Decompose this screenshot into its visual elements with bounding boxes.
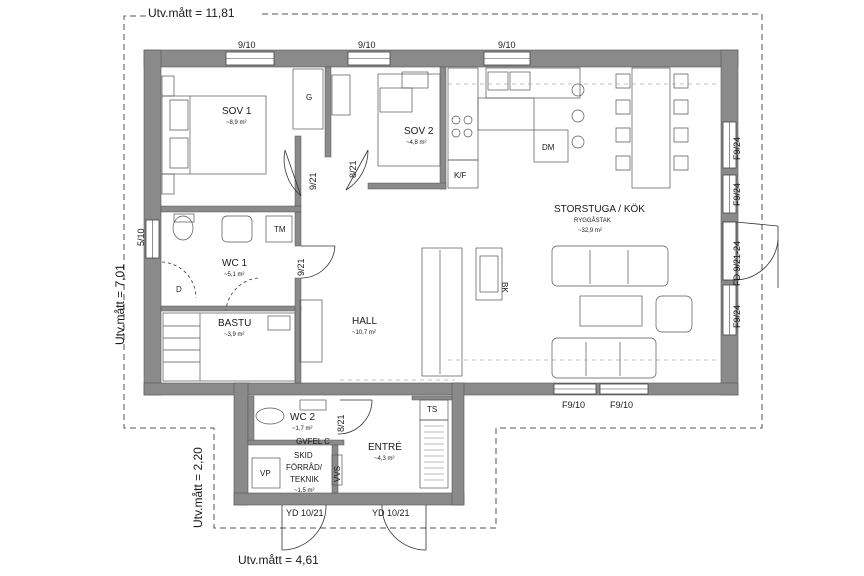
tag-bk: BK <box>500 282 509 293</box>
window-bottom-2: F9/10 <box>610 400 633 410</box>
room-wc2-area: ~1,7 m² <box>292 426 313 432</box>
room-skid-line2: FÖRRÅD/ <box>286 463 323 472</box>
room-wc1-name: WC 1 <box>222 258 247 269</box>
tag-dm: DM <box>542 143 555 152</box>
storage-hatch <box>424 425 444 481</box>
furniture <box>161 67 693 489</box>
window-right-2: F9/24 <box>732 183 742 206</box>
window-right-1: F9/24 <box>732 137 742 160</box>
window-glass-lines <box>152 58 730 390</box>
room-wc2-name: WC 2 <box>290 412 315 423</box>
roof-lines <box>340 83 720 381</box>
door-wc2: 8/21 <box>336 414 346 432</box>
room-entre-name: ENTRÉ <box>368 440 402 453</box>
room-hall-area: ~10,7 m² <box>352 330 376 336</box>
door-right-fd: FD 9/21-24 <box>732 241 742 286</box>
tag-kf: K/F <box>454 171 467 180</box>
room-sov2-name: SOV 2 <box>404 126 434 137</box>
window-bottom-1: F9/10 <box>562 400 585 410</box>
door-sov2: 8/21 <box>348 160 358 178</box>
tag-ts: TS <box>427 405 437 414</box>
tag-vvs: VVS <box>333 466 342 482</box>
room-hall-name: HALL <box>352 316 377 327</box>
room-wc1-area: ~5,1 m² <box>224 272 245 278</box>
room-storstuga-sub: RYGGÅSTAK <box>574 217 611 224</box>
window-top-1: 9/10 <box>238 40 256 50</box>
room-bastu-area: ~3,9 m² <box>224 332 245 338</box>
room-storstuga-area: ~32,9 m² <box>578 228 602 234</box>
terrace-door <box>722 221 779 288</box>
door-swings <box>161 149 427 551</box>
tag-tm: TM <box>274 225 286 234</box>
door-yd-2: YD 10/21 <box>372 508 410 518</box>
dim-top: Utv.mått = 11,81 <box>148 6 235 20</box>
room-skid-line3: TEKNIK <box>290 475 320 484</box>
dimension-outline <box>123 13 763 529</box>
door-wc1: 9/21 <box>296 258 306 276</box>
room-skid-area: ~1,5 m² <box>294 488 315 494</box>
room-entre-area: ~4,3 m² <box>374 456 395 462</box>
room-storstuga-name: STORSTUGA / KÖK <box>554 203 645 215</box>
window-left: 5/10 <box>136 228 146 246</box>
room-sov2-area: ~4,8 m² <box>406 140 427 146</box>
tag-g: G <box>306 93 312 102</box>
room-sov1-name: SOV 1 <box>222 106 252 117</box>
room-bastu-name: BASTU <box>218 318 251 329</box>
dim-lower-left: Utv.mått = 2,20 <box>191 447 205 528</box>
dim-left: Utv.mått = 7,01 <box>113 264 127 345</box>
door-sov1: 9/21 <box>308 172 318 190</box>
room-skid-line1: SKID <box>294 451 313 460</box>
tag-gvfel: GVFEL C <box>296 437 330 446</box>
window-top-3: 9/10 <box>498 40 516 50</box>
tag-vp: VP <box>260 469 271 478</box>
interior-walls <box>160 66 453 494</box>
room-sov1-area: ~8,9 m² <box>226 120 247 126</box>
window-top-2: 9/10 <box>358 40 376 50</box>
window-right-3: F9/24 <box>732 305 742 328</box>
door-yd-1: YD 10/21 <box>286 508 324 518</box>
dim-bottom: Utv.mått = 4,61 <box>238 553 319 567</box>
tag-d: D <box>176 285 182 294</box>
